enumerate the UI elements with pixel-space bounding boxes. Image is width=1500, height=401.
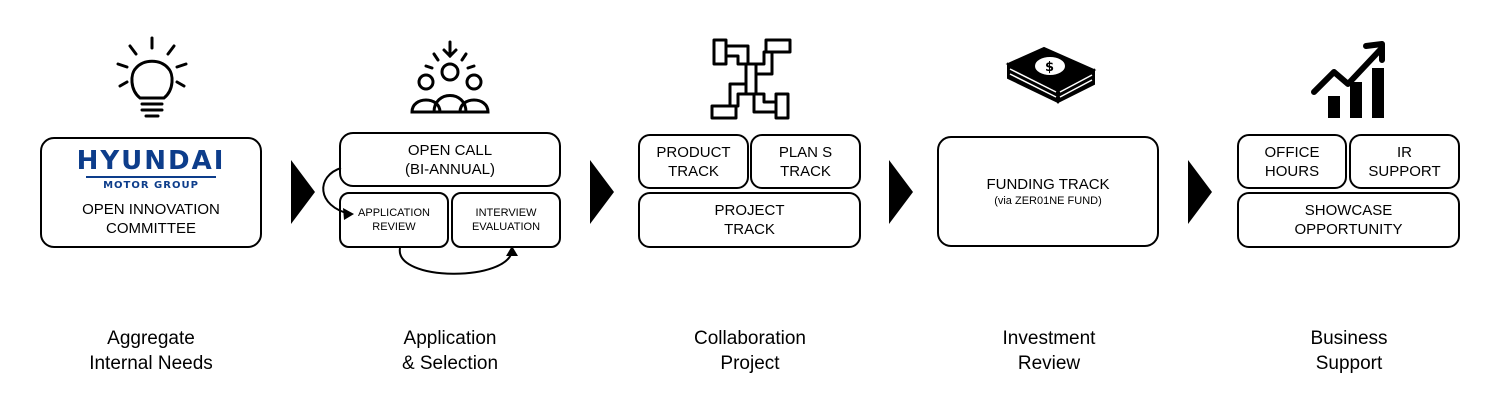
product-track-line1: PRODUCT (656, 143, 731, 161)
svg-text:$: $ (1045, 60, 1054, 75)
funding-track-line1: FUNDING TRACK (986, 176, 1110, 193)
hyundai-logo-sub: MOTOR GROUP (103, 179, 199, 191)
interview-evaluation-line2: EVALUATION (471, 221, 541, 233)
ir-support-line2: SUPPORT (1368, 162, 1441, 180)
caption-application-line2: & Selection (401, 353, 499, 374)
application-review-box: APPLICATION REVIEW (339, 192, 449, 248)
caption-business-line2: Support (1315, 353, 1383, 374)
caption-application: Application & Selection (330, 326, 570, 376)
caption-collaboration: Collaboration Project (630, 326, 870, 376)
caption-aggregate-line2: Internal Needs (89, 353, 213, 374)
plan-s-track-box: PLAN S TRACK (750, 134, 861, 189)
logo-divider (86, 175, 216, 178)
plan-s-track-line1: PLAN S (778, 143, 833, 161)
open-call-line2: (BI-ANNUAL) (404, 160, 495, 178)
growth-chart-icon (1311, 41, 1385, 118)
plan-s-track-line2: TRACK (780, 162, 831, 180)
project-track-line2: TRACK (724, 221, 775, 238)
committee-line1: OPEN INNOVATION (82, 200, 220, 218)
caption-business: Business Support (1229, 326, 1469, 376)
ir-support-box: IR SUPPORT (1349, 134, 1460, 189)
flow-arrow-2 (590, 160, 614, 224)
showcase-line1: SHOWCASE (1304, 202, 1393, 219)
application-review-line1: APPLICATION (358, 207, 430, 219)
open-innovation-committee-box: HYUNDAI MOTOR GROUP OPEN INNOVATION COMM… (40, 137, 262, 248)
showcase-opportunity-box: SHOWCASE OPPORTUNITY (1237, 192, 1460, 248)
caption-aggregate: Aggregate Internal Needs (31, 326, 271, 376)
flow-arrow-4 (1188, 160, 1212, 224)
caption-application-line1: Application (403, 328, 497, 349)
office-hours-box: OFFICE HOURS (1237, 134, 1347, 189)
flow-arrow-1 (291, 160, 315, 224)
open-call-line1: OPEN CALL (407, 141, 493, 159)
committee-line2: COMMITTEE (106, 219, 196, 237)
office-hours-line2: HOURS (1264, 162, 1320, 180)
lightbulb-icon (116, 36, 188, 118)
caption-collaboration-line2: Project (720, 353, 780, 374)
product-track-box: PRODUCT TRACK (638, 134, 749, 189)
interview-evaluation-line1: INTERVIEW (475, 207, 537, 219)
caption-collaboration-line1: Collaboration (694, 328, 806, 349)
caption-investment-line1: Investment (1002, 328, 1096, 349)
caption-investment: Investment Review (929, 326, 1169, 376)
caption-investment-line2: Review (1017, 353, 1081, 374)
product-track-line2: TRACK (668, 162, 719, 180)
project-track-line1: PROJECT (714, 202, 785, 219)
project-track-box: PROJECT TRACK (638, 192, 861, 248)
ir-support-line1: IR (1397, 143, 1412, 161)
funding-track-line2: (via ZER01NE FUND) (994, 195, 1102, 207)
caption-business-line1: Business (1310, 328, 1388, 349)
interview-evaluation-box: INTERVIEW EVALUATION (451, 192, 561, 248)
caption-aggregate-line1: Aggregate (107, 328, 195, 349)
flow-arrow-3 (889, 160, 913, 224)
hands-collaboration-icon (710, 38, 792, 120)
showcase-line2: OPPORTUNITY (1294, 221, 1403, 238)
people-selection-icon (410, 40, 490, 114)
hyundai-logo: HYUNDAI (76, 145, 226, 176)
application-review-line2: REVIEW (372, 221, 416, 233)
open-call-box: OPEN CALL (BI-ANNUAL) (339, 132, 561, 187)
money-stack-icon: $ (1005, 46, 1097, 104)
office-hours-line1: OFFICE (1264, 143, 1320, 161)
funding-track-box: FUNDING TRACK (via ZER01NE FUND) (937, 136, 1159, 247)
